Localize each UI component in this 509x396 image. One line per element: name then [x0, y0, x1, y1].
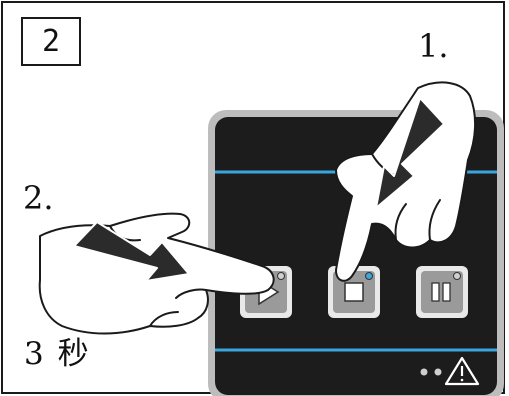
stop-led [366, 273, 373, 280]
step-number: 2 [42, 24, 60, 59]
pause-button[interactable] [416, 266, 468, 318]
step-label-1: 1. [418, 30, 449, 62]
indicator-dot [421, 369, 428, 376]
indicator-dot [435, 369, 442, 376]
play-led [278, 273, 285, 280]
step-number-box: 2 [21, 17, 81, 66]
step-label-2: 2. [23, 182, 54, 214]
stop-icon [345, 283, 363, 301]
pause-led [454, 273, 461, 280]
duration-label: 3 秒 [24, 339, 91, 370]
